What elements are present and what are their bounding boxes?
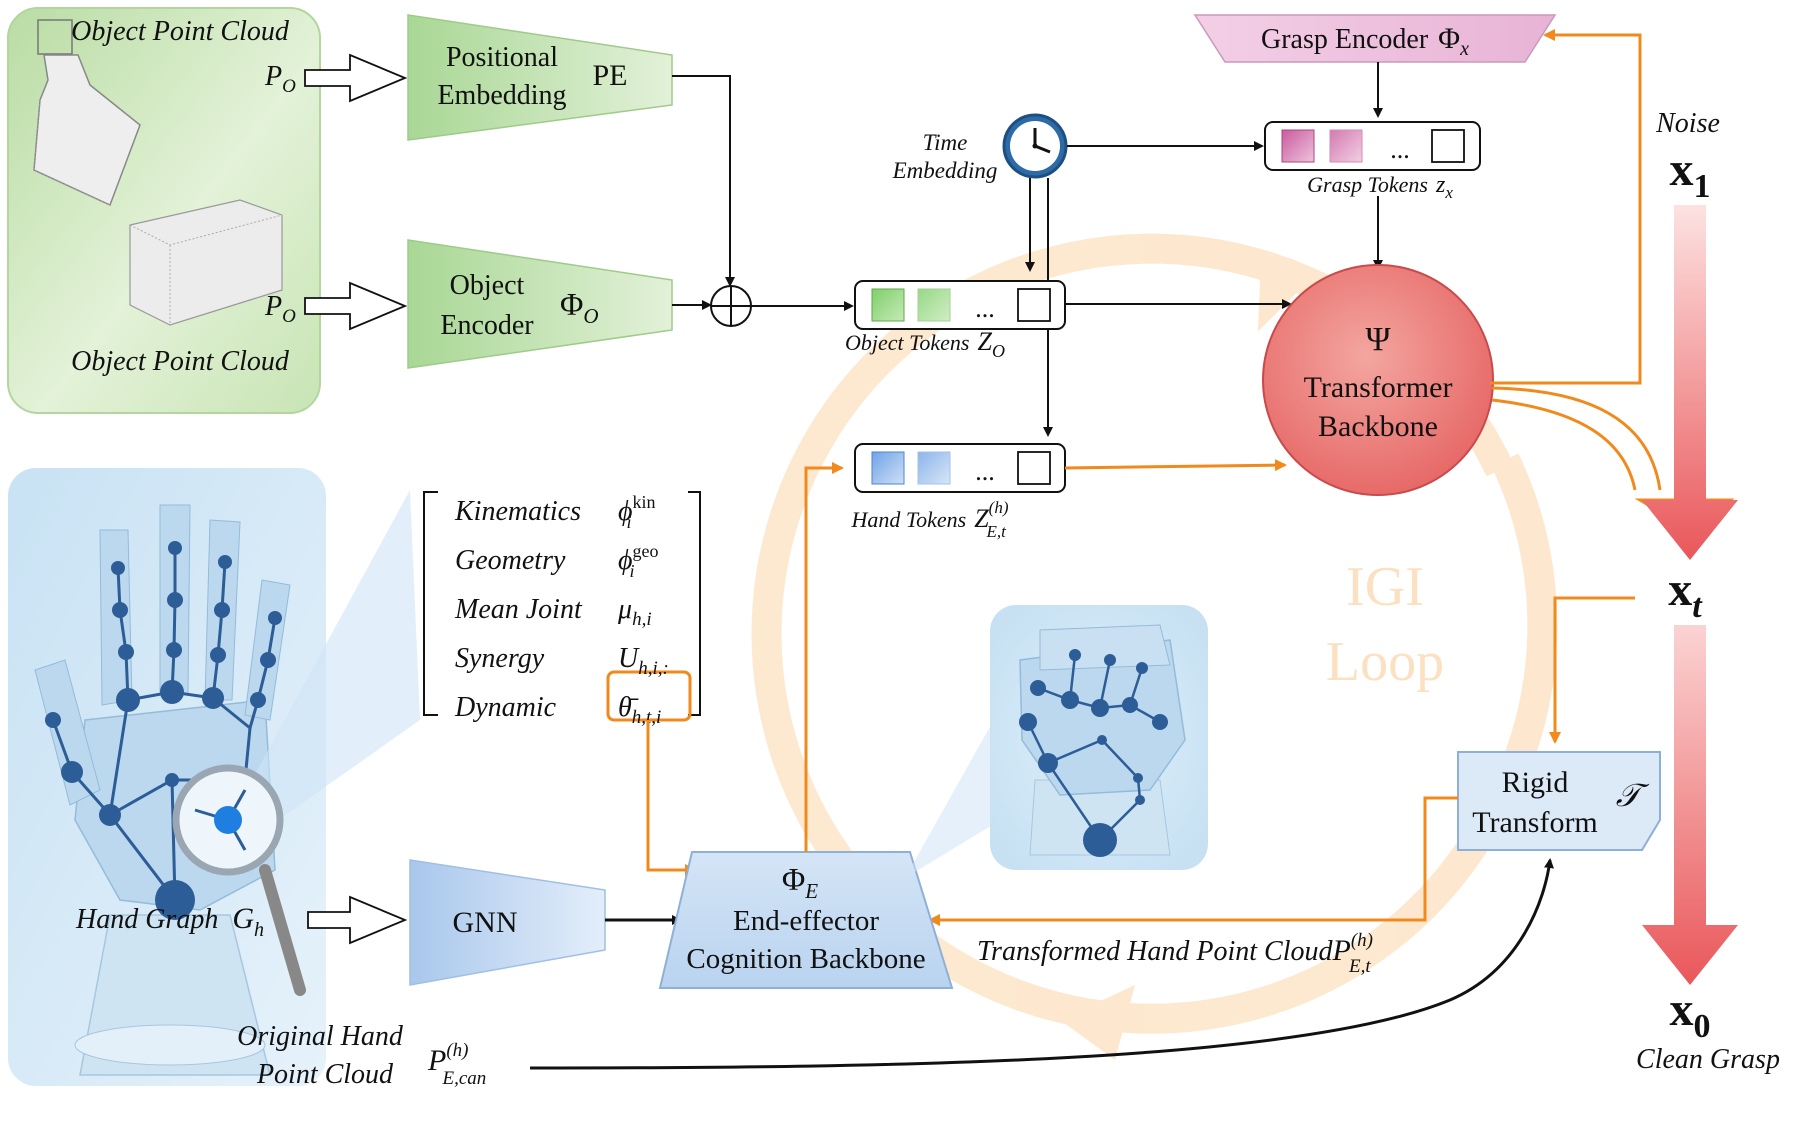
grasp-tokens-box xyxy=(1264,121,1481,171)
original-hand-line1: Original Hand xyxy=(237,1021,404,1052)
object-token-1 xyxy=(871,288,905,322)
sum-node-icon xyxy=(710,285,752,327)
arrow-psi-to-grasp-encoder xyxy=(1490,29,1642,385)
ee-line2: Cognition Backbone xyxy=(686,943,925,975)
feature-symbol-2: μh,i xyxy=(617,594,652,630)
denoise-arrow-upper xyxy=(1642,205,1738,560)
ee-line1: End-effector xyxy=(733,905,879,937)
igi-loop-line1: IGI xyxy=(1346,556,1424,618)
hand-token-2 xyxy=(917,451,951,485)
x1-symbol: x1 xyxy=(1670,143,1711,205)
xt-symbol: xt xyxy=(1668,563,1703,625)
object-point-cloud-label-bottom: Object Point Cloud xyxy=(71,346,290,377)
hollow-arrow-encoder xyxy=(304,281,408,331)
transformed-hand-label: Transformed Hand Point CloudP(h)E,t xyxy=(977,930,1373,977)
transformer-symbol: Ψ xyxy=(1365,321,1390,358)
feature-bracket xyxy=(423,491,701,716)
oe-tag: ΦO xyxy=(560,286,599,328)
clean-grasp-label: Clean Grasp xyxy=(1636,1044,1780,1075)
p-o-bottom: PO xyxy=(264,291,296,327)
clock-icon xyxy=(1002,113,1068,179)
object-token-empty xyxy=(1017,288,1051,322)
noise-label: Noise xyxy=(1655,108,1720,139)
rigid-transform-line2: Transform xyxy=(1472,806,1598,839)
grasp-token-1 xyxy=(1281,129,1315,163)
feature-name-0: Kinematics xyxy=(454,496,581,527)
hand-token-empty xyxy=(1017,451,1051,485)
transformer-line2: Backbone xyxy=(1318,410,1438,443)
oe-line1: Object xyxy=(450,270,525,301)
hollow-arrow-pe xyxy=(304,53,408,103)
pe-tag: PE xyxy=(592,59,627,92)
positional-embedding-block xyxy=(407,14,673,141)
ee-symbol: ΦE xyxy=(782,861,818,903)
x0-symbol: x0 xyxy=(1670,983,1711,1045)
end-effector-block xyxy=(658,851,954,989)
p-o-top: PO xyxy=(264,61,296,97)
original-hand-line2: Point Cloud xyxy=(256,1059,394,1090)
grasp-tokens-dots: ... xyxy=(1390,135,1410,164)
feature-name-4: Dynamic xyxy=(454,692,557,723)
fist-illustration xyxy=(1019,624,1186,857)
bottle-point-cloud-icon xyxy=(33,19,141,207)
rigid-transform-block xyxy=(1457,751,1661,851)
original-hand-sym: P(h)E,can xyxy=(427,1040,486,1089)
pe-line2: Embedding xyxy=(437,80,566,111)
gnn-block xyxy=(409,859,606,986)
hollow-arrow-gnn xyxy=(307,895,408,945)
arrow-end-effector-to-hand-tokens xyxy=(804,462,844,852)
arrow-original-hand-to-rigid xyxy=(529,858,1554,1070)
feature-name-1: Geometry xyxy=(455,545,566,576)
time-embedding-line2: Embedding xyxy=(892,158,998,183)
object-token-2 xyxy=(917,288,951,322)
feature-symbol-4: θ̄h,t,i xyxy=(618,692,661,728)
arrow-hand-tokens-to-psi xyxy=(1064,459,1287,472)
gnn-label: GNN xyxy=(453,906,518,939)
hand-token-1 xyxy=(871,451,905,485)
object-point-cloud-label-top: Object Point Cloud xyxy=(71,16,290,47)
oe-line2: Encoder xyxy=(440,310,534,341)
grasp-encoder-block xyxy=(1193,14,1557,63)
grasp-token-empty xyxy=(1431,129,1465,163)
denoise-arrow-lower xyxy=(1642,625,1738,985)
arrow-pe-to-sum xyxy=(672,75,735,287)
transformer-line1: Transformer xyxy=(1304,371,1453,404)
feature-name-3: Synergy xyxy=(455,643,545,674)
arrow-xt-to-rigid-transform xyxy=(1549,596,1635,744)
arrow-rigid-to-end-effector xyxy=(928,796,1458,926)
object-encoder-block xyxy=(407,239,673,369)
feature-name-2: Mean Joint xyxy=(454,594,583,625)
pe-line1: Positional xyxy=(446,42,558,73)
arrow-dynamic-to-end-effector xyxy=(646,720,697,876)
arrow-psi-to-xt-b xyxy=(1491,398,1637,491)
time-embedding-line1: Time xyxy=(923,130,968,155)
box-point-cloud-icon xyxy=(129,199,283,326)
hand-tokens-dots: ... xyxy=(975,457,995,486)
arrow-psi-to-xt xyxy=(1491,386,1662,491)
igi-loop-line2: Loop xyxy=(1326,631,1444,693)
grasp-token-2 xyxy=(1329,129,1363,163)
rigid-transform-line1: Rigid xyxy=(1502,766,1569,799)
magnifier-icon xyxy=(172,490,420,996)
transformer-backbone-node xyxy=(1262,264,1494,496)
feature-symbol-3: Uh,i,: xyxy=(618,643,669,679)
object-tokens-dots: ... xyxy=(975,294,995,323)
